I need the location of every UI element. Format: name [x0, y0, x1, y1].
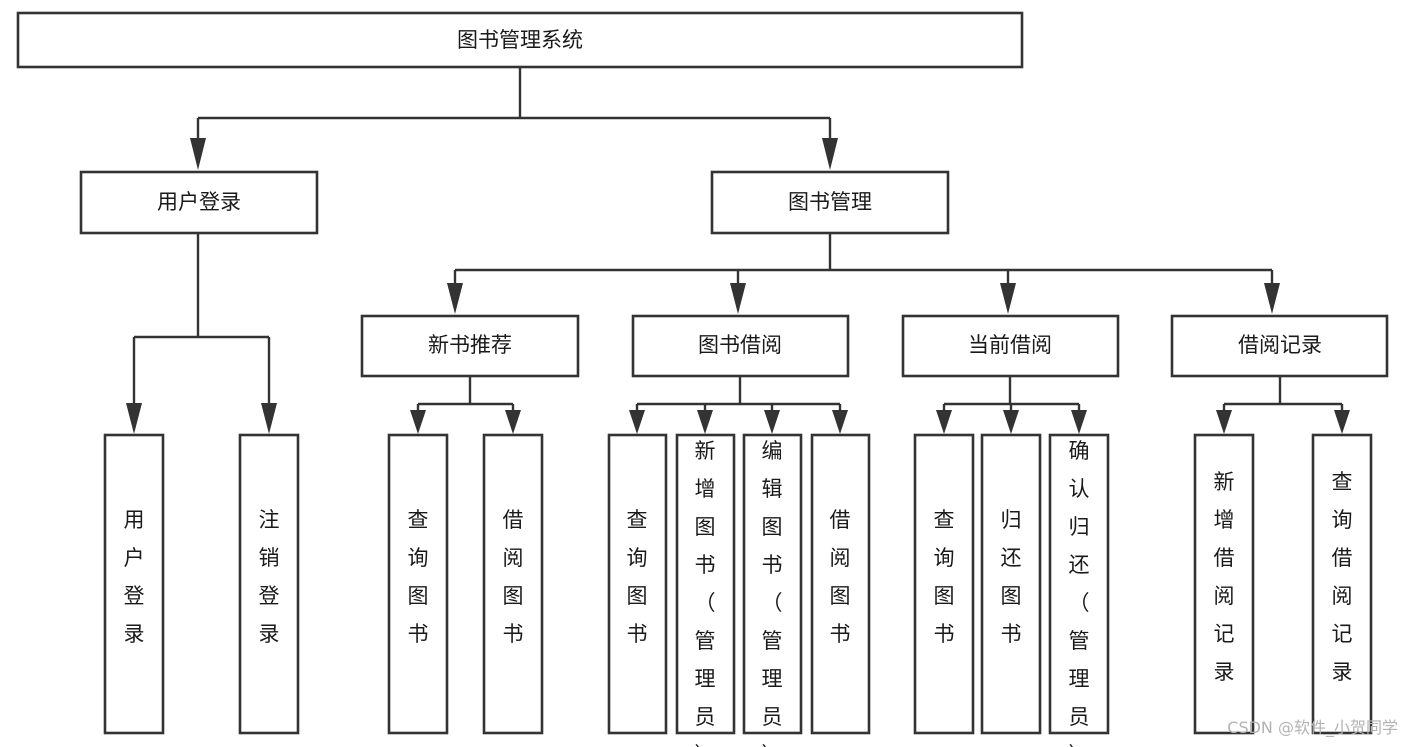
node-current-borrow-label: 当前借阅 — [968, 333, 1052, 357]
arrow-head-icon — [410, 410, 426, 434]
node-leaf-label: 注销登录 — [259, 508, 280, 646]
node-leaf-label: 查询图书 — [627, 508, 648, 646]
node-leaf-logout-login[interactable]: 注销登录 — [238, 433, 300, 735]
node-leaf-box[interactable] — [387, 433, 449, 735]
node-book-borrow[interactable]: 图书借阅 — [631, 314, 850, 378]
node-new-book-recommend[interactable]: 新书推荐 — [360, 314, 580, 378]
node-root[interactable]: 图书管理系统 — [16, 11, 1024, 69]
node-leaf-add-borrow-record[interactable]: 新增借阅记录 — [1193, 433, 1255, 735]
arrow-head-icon — [447, 283, 463, 314]
connector-group-current-borrow — [936, 376, 1087, 434]
node-leaf-confirm-return-admin[interactable]: 确认归还（管理员） — [1048, 433, 1110, 747]
connector-group-root — [190, 67, 838, 170]
node-leaf-box[interactable] — [810, 433, 871, 735]
node-leaf-query-book-nb[interactable]: 查询图书 — [387, 433, 449, 735]
node-leaf-user-login[interactable]: 用户登录 — [103, 433, 165, 735]
node-leaf-label: 新增借阅记录 — [1214, 470, 1235, 684]
node-leaf-query-book-cb[interactable]: 查询图书 — [913, 433, 975, 735]
connector-group-book-manage — [447, 233, 1280, 314]
node-user-login-box[interactable] — [79, 170, 319, 235]
node-leaf-label: 借阅图书 — [503, 508, 524, 646]
node-book-manage[interactable]: 图书管理 — [710, 170, 950, 235]
watermark-label: CSDN @软件_小贺同学 — [1227, 718, 1398, 738]
node-book-borrow-box[interactable] — [631, 314, 850, 378]
arrow-head-icon — [629, 410, 645, 434]
node-leaf-borrow-book-nb[interactable]: 借阅图书 — [482, 433, 544, 735]
node-leaf-box[interactable] — [103, 433, 165, 735]
node-leaf-box[interactable] — [1311, 433, 1373, 735]
node-leaf-add-book-admin[interactable]: 新增图书（管理员） — [675, 433, 736, 747]
node-leaf-label: 确认归还（管理员） — [1069, 439, 1090, 747]
connector-group-new-book — [410, 376, 521, 434]
arrow-head-icon — [505, 410, 521, 434]
arrow-head-icon — [822, 138, 838, 170]
node-leaf-label: 查询借阅记录 — [1332, 470, 1353, 684]
node-leaf-label: 归还图书 — [1001, 508, 1022, 646]
arrow-head-icon — [1264, 283, 1280, 314]
arrow-head-icon — [126, 403, 142, 434]
node-book-manage-label: 图书管理 — [788, 190, 872, 214]
node-leaf-box[interactable] — [607, 433, 668, 735]
node-new-book-recommend-label: 新书推荐 — [428, 333, 512, 357]
arrow-head-icon — [936, 410, 952, 434]
arrow-head-icon — [1071, 410, 1087, 434]
node-current-borrow-box[interactable] — [901, 314, 1120, 378]
node-leaf-query-borrow-record[interactable]: 查询借阅记录 — [1311, 433, 1373, 735]
connector-group-borrow-record — [1216, 376, 1350, 434]
node-root-label: 图书管理系统 — [457, 28, 583, 52]
arrow-head-icon — [1000, 283, 1016, 314]
arrow-head-icon — [1334, 410, 1350, 434]
arrow-head-icon — [261, 403, 277, 434]
node-current-borrow[interactable]: 当前借阅 — [901, 314, 1120, 378]
node-root-box[interactable] — [16, 11, 1024, 69]
node-leaf-box[interactable] — [1048, 433, 1110, 735]
node-leaf-box[interactable] — [238, 433, 300, 735]
node-leaf-box[interactable] — [742, 433, 803, 735]
node-leaf-box[interactable] — [675, 433, 736, 735]
node-leaf-label: 借阅图书 — [830, 508, 851, 646]
arrow-head-icon — [764, 410, 780, 434]
connector-group-user-login — [126, 233, 277, 434]
node-borrow-record-box[interactable] — [1170, 314, 1389, 378]
node-leaf-box[interactable] — [1193, 433, 1255, 735]
node-leaf-label: 用户登录 — [124, 508, 145, 646]
node-borrow-record-label: 借阅记录 — [1238, 333, 1322, 357]
node-book-manage-box[interactable] — [710, 170, 950, 235]
node-leaf-label: 编辑图书（管理员） — [762, 439, 783, 747]
arrow-head-icon — [190, 138, 206, 170]
arrow-head-icon — [1216, 410, 1232, 434]
node-leaf-borrow-book-bb[interactable]: 借阅图书 — [810, 433, 871, 735]
node-leaf-box[interactable] — [482, 433, 544, 735]
arrow-head-icon — [697, 410, 713, 434]
node-leaf-query-book-bb[interactable]: 查询图书 — [607, 433, 668, 735]
node-new-book-recommend-box[interactable] — [360, 314, 580, 378]
node-user-login[interactable]: 用户登录 — [79, 170, 319, 235]
arrow-head-icon — [730, 283, 746, 314]
node-leaf-label: 新增图书（管理员） — [695, 439, 716, 747]
arrow-head-icon — [1003, 410, 1019, 434]
node-book-borrow-label: 图书借阅 — [698, 333, 782, 357]
node-borrow-record[interactable]: 借阅记录 — [1170, 314, 1389, 378]
connector-group-book-borrow — [629, 376, 848, 434]
node-leaf-label: 查询图书 — [408, 508, 429, 646]
node-leaf-label: 查询图书 — [934, 508, 955, 646]
node-leaf-edit-book-admin[interactable]: 编辑图书（管理员） — [742, 433, 803, 747]
node-leaf-box[interactable] — [913, 433, 975, 735]
node-leaf-return-book[interactable]: 归还图书 — [980, 433, 1042, 735]
node-user-login-label: 用户登录 — [157, 190, 241, 214]
node-leaf-box[interactable] — [980, 433, 1042, 735]
arrow-head-icon — [832, 410, 848, 434]
